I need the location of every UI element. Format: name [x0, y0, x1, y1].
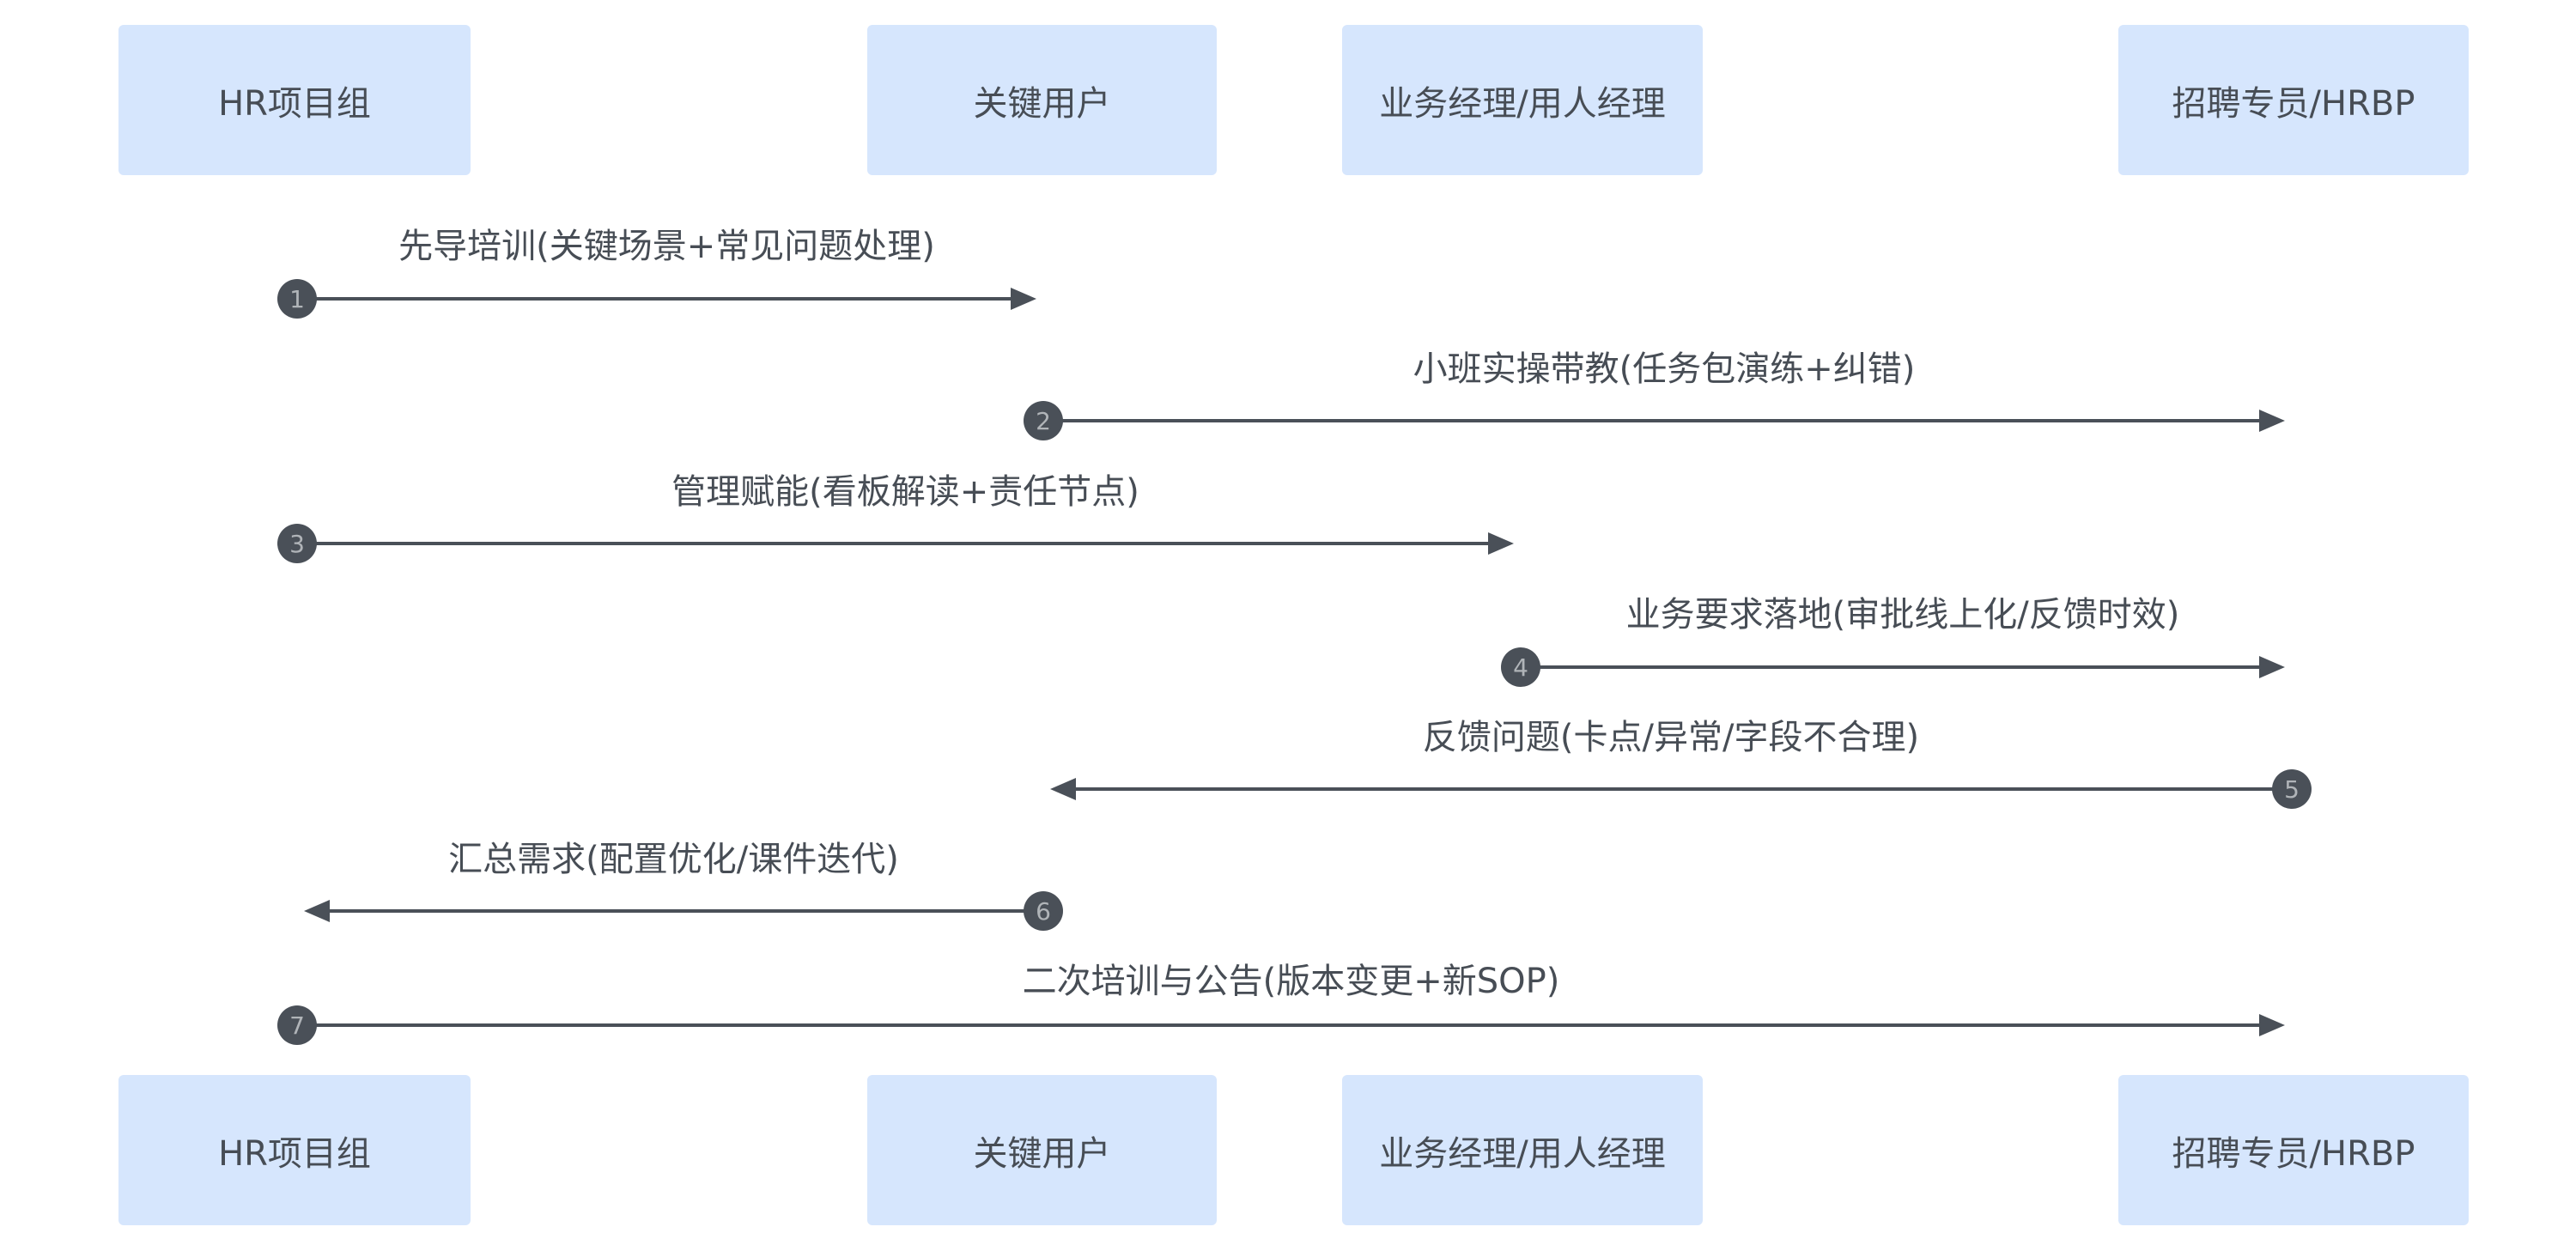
actor-label: 业务经理/用人经理	[1379, 83, 1666, 124]
actor-label: 业务经理/用人经理	[1379, 1133, 1666, 1174]
actor-box-bottom: 业务经理/用人经理	[1342, 1075, 1703, 1225]
step-number: 4	[1513, 653, 1528, 682]
step-number: 6	[1036, 897, 1051, 926]
step-number: 3	[289, 530, 305, 558]
actor-box-top: 关键用户	[867, 25, 1217, 175]
actor-label: 招聘专员/HRBP	[2172, 1133, 2415, 1174]
step-number-badge	[1501, 647, 1540, 687]
message-label: 管理赋能(看板解读+责任节点)	[671, 472, 1139, 512]
actor-box-bottom: HR项目组	[118, 1075, 471, 1225]
actor-box-bottom: 招聘专员/HRBP	[2118, 1075, 2469, 1225]
actor-label: 关键用户	[973, 83, 1111, 124]
message-label: 业务要求落地(审批线上化/反馈时效)	[1626, 595, 2180, 635]
arrowhead-icon	[1050, 778, 1076, 800]
message-label: 汇总需求(配置优化/课件迭代)	[448, 840, 899, 879]
message-label: 小班实操带教(任务包演练+纠错)	[1413, 349, 1916, 389]
actor-label: 招聘专员/HRBP	[2172, 83, 2415, 124]
arrowhead-icon	[1488, 532, 1514, 555]
step-number: 7	[289, 1011, 305, 1040]
actor-label: HR项目组	[218, 83, 371, 124]
arrowhead-icon	[2259, 410, 2285, 432]
step-number-badge	[277, 1005, 317, 1045]
arrowhead-icon	[2259, 656, 2285, 678]
actor-box-top: 业务经理/用人经理	[1342, 25, 1703, 175]
step-number-badge	[277, 524, 317, 563]
message-label: 先导培训(关键场景+常见问题处理)	[398, 227, 935, 266]
message-label: 反馈问题(卡点/异常/字段不合理)	[1423, 718, 1919, 757]
arrowhead-icon	[2259, 1014, 2285, 1036]
step-number-badge	[277, 279, 317, 319]
step-number-badge	[1024, 401, 1063, 440]
actor-box-bottom: 关键用户	[867, 1075, 1217, 1225]
actor-box-top: 招聘专员/HRBP	[2118, 25, 2469, 175]
step-number: 5	[2284, 775, 2300, 804]
arrowhead-icon	[304, 900, 330, 922]
actor-label: HR项目组	[218, 1133, 371, 1174]
actor-box-top: HR项目组	[118, 25, 471, 175]
message-label: 二次培训与公告(版本变更+新SOP)	[1023, 962, 1560, 1001]
arrowhead-icon	[1011, 288, 1036, 310]
step-number-badge	[2272, 769, 2312, 809]
actor-label: 关键用户	[973, 1133, 1111, 1174]
step-number: 1	[289, 285, 305, 313]
step-number: 2	[1036, 407, 1051, 435]
step-number-badge	[1024, 891, 1063, 931]
